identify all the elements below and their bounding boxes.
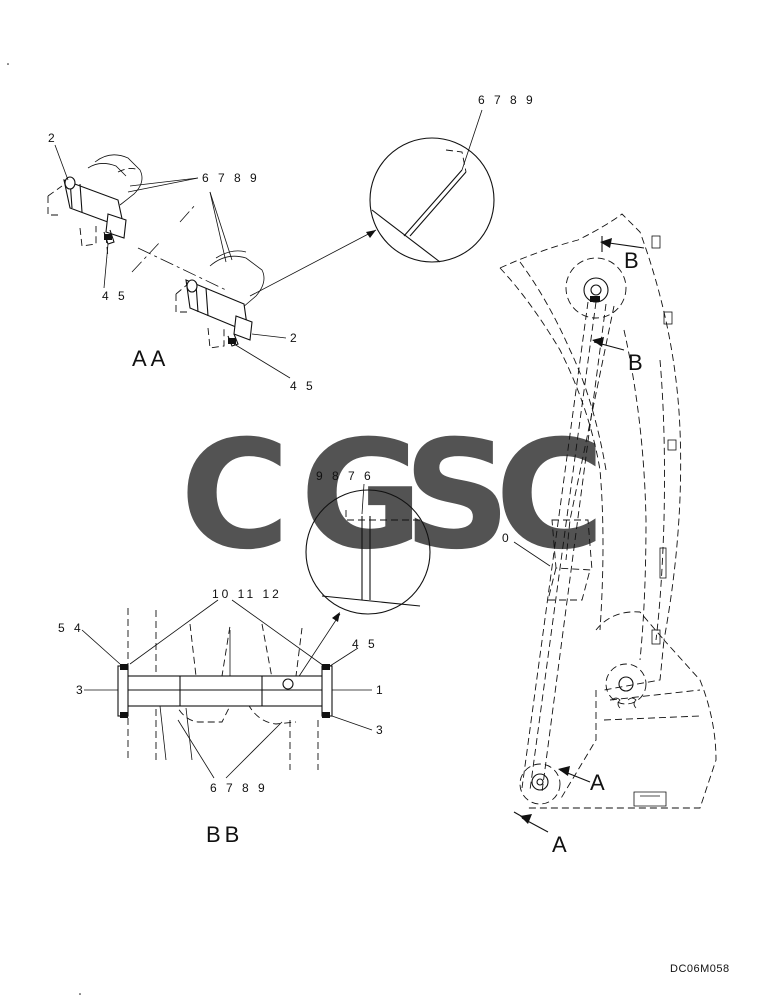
aa-label-45-right: 4 5 [290, 379, 316, 393]
aa-label-6789-top: 6 7 8 9 [202, 171, 260, 185]
view-label-b-lower: B [628, 350, 647, 375]
cgsc-watermark: C G S C [180, 409, 605, 583]
detail-label-6789: 6 7 8 9 [478, 93, 536, 107]
aa-label-45-left: 4 5 [102, 289, 128, 303]
aa-section-title: AA [132, 346, 169, 371]
drawing-code: DC06M058 [670, 963, 730, 975]
bb-label-6789-bottom: 6 7 8 9 [210, 781, 268, 795]
aa-label-2-top: 2 [48, 131, 58, 145]
detail-circle-top: 6 7 8 9 [369, 93, 536, 263]
boom-assembly: B B A A 0 [499, 213, 717, 857]
section-bb: 9 8 7 6 10 11 12 [58, 469, 431, 847]
aa-right-pin-assembly [175, 250, 265, 349]
aa-left-pin-assembly [47, 154, 143, 259]
aa-center-line [137, 247, 227, 291]
bb-section-title: BB [206, 822, 243, 847]
watermark-letter-c1: C [180, 409, 290, 583]
view-label-a-upper: A [590, 770, 609, 795]
bb-label-10-11-12: 10 11 12 [212, 587, 282, 601]
bb-label-54: 5 4 [58, 621, 84, 635]
view-label-a-lower: A [552, 832, 571, 857]
bb-label-45: 4 5 [352, 637, 378, 651]
boom-label-0: 0 [502, 531, 512, 545]
bb-label-1: 1 [376, 683, 386, 697]
bb-label-9876: 9 8 7 6 [316, 469, 374, 483]
bb-label-3-right: 3 [376, 723, 386, 737]
watermark-letter-s: S [403, 409, 511, 583]
bb-label-3-left: 3 [76, 683, 86, 697]
section-aa: 2 6 7 8 9 4 5 2 4 5 AA [47, 131, 377, 393]
view-label-b-upper: B [624, 248, 643, 273]
aa-label-2-right: 2 [290, 331, 300, 345]
bb-pin-shaft [125, 675, 325, 707]
